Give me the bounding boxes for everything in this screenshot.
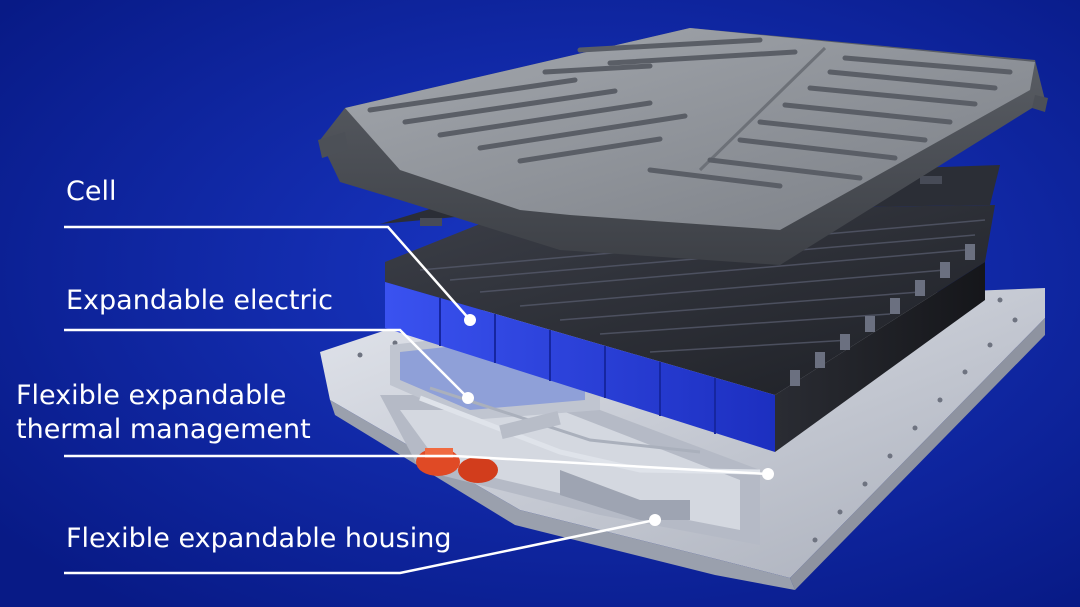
leader-line-housing bbox=[64, 518, 656, 575]
label-expandable-electric: Expandable electric bbox=[66, 285, 333, 316]
leader-lines bbox=[64, 225, 769, 575]
label-thermal-line2: thermal management bbox=[16, 414, 311, 445]
leader-line-electric bbox=[64, 328, 469, 399]
leader-dot-housing bbox=[649, 514, 661, 526]
leader-dot-cell bbox=[464, 314, 476, 326]
top-cover bbox=[318, 28, 1048, 265]
leader-line-thermal bbox=[64, 454, 769, 476]
label-thermal-management: Flexible expandable thermal management bbox=[16, 379, 311, 447]
label-cell: Cell bbox=[66, 176, 117, 207]
leader-dot-electric bbox=[462, 392, 474, 404]
leader-dots bbox=[462, 314, 774, 526]
leader-dot-thermal bbox=[762, 468, 774, 480]
leader-line-cell bbox=[64, 225, 471, 321]
label-housing: Flexible expandable housing bbox=[66, 523, 452, 554]
thermal-management-layer bbox=[390, 330, 761, 520]
label-thermal-line1: Flexible expandable bbox=[16, 380, 287, 411]
